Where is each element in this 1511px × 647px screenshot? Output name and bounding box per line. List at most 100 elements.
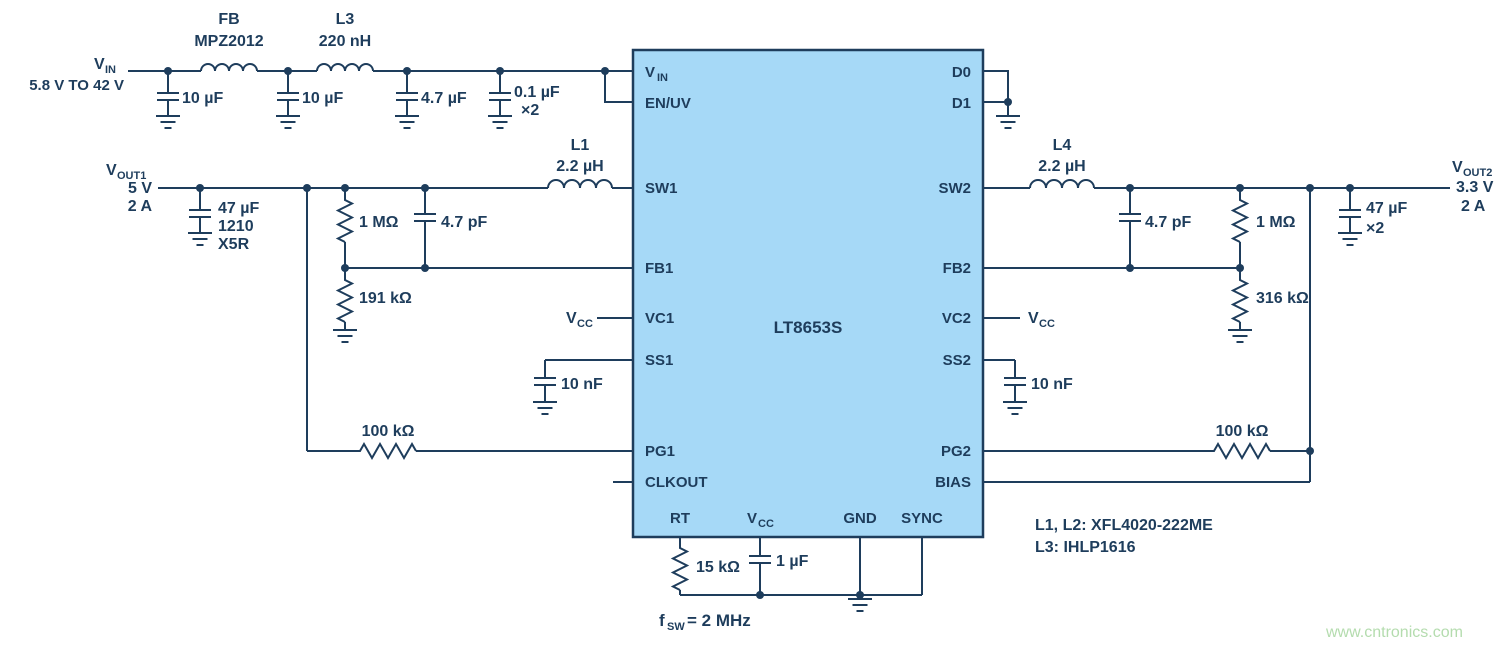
ground-symbol [1337, 232, 1363, 246]
capacitor-cout2 [1337, 188, 1363, 246]
label-cff2-value: 4.7 pF [1145, 214, 1191, 231]
label-fb-ref: FB [218, 11, 239, 28]
capacitor-cvcc [749, 537, 771, 595]
ic-part-number: LT8653S [774, 318, 843, 337]
pin-label-vcc: V [747, 510, 757, 527]
output1-section: V OUT1 5 V 2 A 47 µF 1210 X5R L1 2.2 µH … [106, 137, 633, 483]
pin-label-sw2: SW2 [938, 180, 971, 197]
label-l4-value: 2.2 µH [1038, 158, 1085, 175]
label-cout2-qty: ×2 [1366, 220, 1384, 237]
label-rpg1-value: 100 kΩ [362, 423, 415, 440]
resistor-r-top2 [1230, 188, 1250, 268]
note-inductors-1: L1, L2: XFL4020-222ME [1035, 517, 1213, 534]
ic-body [631, 48, 985, 539]
pin-label-d0: D0 [952, 64, 971, 81]
label-vin: V [94, 56, 105, 73]
ground-symbol [332, 329, 358, 343]
pin-label-fb2: FB2 [943, 260, 971, 277]
pin-label-fb1: FB1 [645, 260, 673, 277]
resistor-rpg1 [307, 441, 633, 461]
pin-label-vc2: VC2 [942, 310, 971, 327]
label-r-bot2-value: 316 kΩ [1256, 290, 1309, 307]
pin-label-enuv: EN/UV [645, 95, 691, 112]
resistor-r-bot2 [1227, 268, 1253, 343]
label-cout1-size: 1210 [218, 218, 254, 235]
pin-label-d1: D1 [952, 95, 971, 112]
label-vin-sub: IN [105, 64, 116, 76]
label-vcc2-sub: CC [1039, 318, 1055, 330]
ground-symbol [847, 598, 873, 612]
inductor-l4 [1029, 179, 1095, 189]
label-vout2-sub: OUT2 [1463, 167, 1492, 179]
ground-symbol [1002, 401, 1028, 415]
pin-label-sw1: SW1 [645, 180, 678, 197]
label-r-bot1-value: 191 kΩ [359, 290, 412, 307]
ground-symbol [155, 115, 181, 129]
pin-label-rt: RT [670, 510, 690, 527]
pin-label-bias: BIAS [935, 474, 971, 491]
resistor-rpg2 [983, 441, 1310, 461]
pin-label-ss2: SS2 [943, 352, 971, 369]
label-cff1-value: 4.7 pF [441, 214, 487, 231]
label-cout1-dielectric: X5R [218, 236, 250, 253]
label-l3-value: 220 nH [319, 33, 371, 50]
label-cout1-value: 47 µF [218, 200, 259, 217]
resistor-rt [670, 537, 690, 595]
label-css1-value: 10 nF [561, 376, 603, 393]
label-vcc1-sub: CC [577, 318, 593, 330]
pin-label-clkout: CLKOUT [645, 474, 708, 491]
label-vin-range: 5.8 V TO 42 V [29, 77, 124, 94]
ferrite-bead-fb [200, 63, 258, 72]
ground-symbol [275, 115, 301, 129]
label-fsw: f [659, 611, 665, 630]
capacitor-cff2 [1119, 188, 1141, 268]
label-vout2-current: 2 A [1461, 198, 1486, 215]
label-cin2-value: 10 µF [302, 90, 343, 107]
label-cin3-value: 4.7 µF [421, 90, 467, 107]
label-vout2: V [1452, 159, 1463, 176]
pin-label-vin-sub: IN [657, 72, 668, 84]
label-cin4-qty: ×2 [521, 102, 539, 119]
wire-d0-d1 [983, 70, 1009, 116]
input-rail: V IN 5.8 V TO 42 V FB MPZ2012 L3 220 nH … [29, 11, 633, 129]
ic-lt8653s: LT8653S V IN EN/UV SW1 FB1 VC1 SS1 PG1 C… [631, 48, 985, 539]
wire-enuv-branch [604, 71, 633, 103]
inductor-l3 [316, 63, 374, 72]
label-vout1-sub: OUT1 [117, 170, 146, 182]
label-r-top2-value: 1 MΩ [1256, 214, 1296, 231]
label-l1-ref: L1 [571, 137, 590, 154]
label-rpg2-value: 100 kΩ [1216, 423, 1269, 440]
watermark: www.cntronics.com [1325, 624, 1463, 641]
label-vcc1: V [566, 310, 577, 327]
label-cin1-value: 10 µF [182, 90, 223, 107]
label-fsw-sub: SW [667, 621, 685, 633]
ground-symbol [487, 115, 513, 129]
label-vout2-voltage: 3.3 V [1456, 179, 1494, 196]
pin-label-vcc-sub: CC [758, 518, 774, 530]
label-rt-value: 15 kΩ [696, 559, 740, 576]
label-l1-value: 2.2 µH [556, 158, 603, 175]
label-cin4-value: 0.1 µF [514, 84, 560, 101]
label-cout2-value: 47 µF [1366, 200, 1407, 217]
label-cvcc-value: 1 µF [776, 553, 809, 570]
output2-section: L4 2.2 µH 4.7 pF 1 MΩ 316 kΩ V CC 10 nF … [983, 137, 1494, 483]
capacitor-cout1 [187, 188, 213, 246]
pin-label-gnd: GND [843, 510, 877, 527]
label-css2-value: 10 nF [1031, 376, 1073, 393]
capacitor-cin1 [155, 71, 181, 129]
pin-label-vin: V [645, 64, 655, 81]
pin-label-vc1: VC1 [645, 310, 674, 327]
ground-symbol [187, 232, 213, 246]
pin-label-sync: SYNC [901, 510, 943, 527]
pin-label-pg1: PG1 [645, 443, 675, 460]
label-vcc2: V [1028, 310, 1039, 327]
label-vout1-voltage: 5 V [128, 180, 152, 197]
note-inductors-2: L3: IHLP1616 [1035, 539, 1136, 556]
label-fsw-rest: = 2 MHz [687, 611, 751, 630]
ground-symbol [394, 115, 420, 129]
notes: L1, L2: XFL4020-222ME L3: IHLP1616 [1035, 517, 1213, 556]
label-fb-part: MPZ2012 [194, 33, 263, 50]
inductor-l1 [547, 179, 613, 189]
